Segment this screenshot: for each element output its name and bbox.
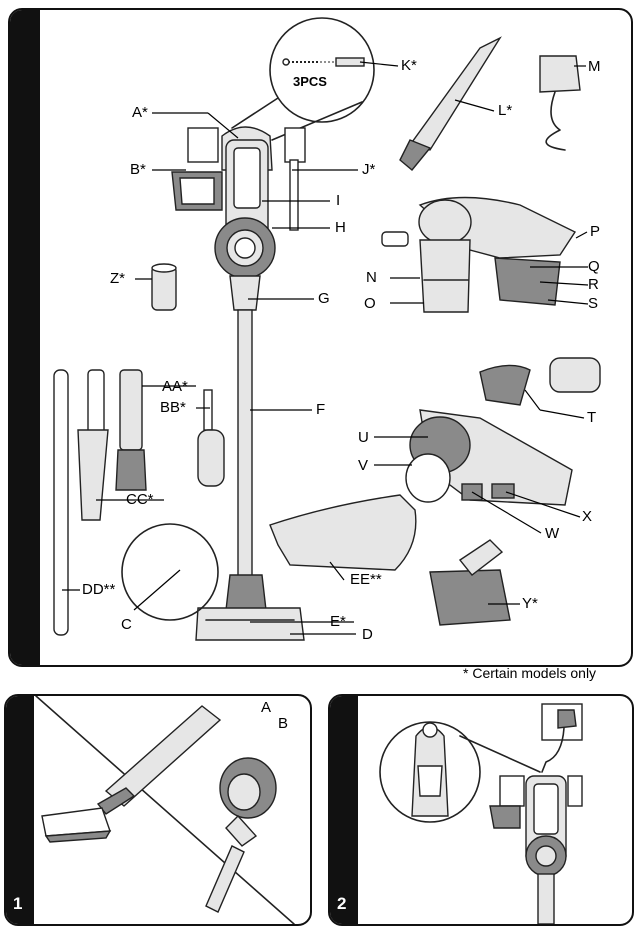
accessory-tools [53, 369, 225, 636]
label-e: E* [330, 613, 346, 630]
label-dd: DD** [82, 581, 116, 598]
label-h: H [335, 219, 346, 236]
label-s: S [588, 295, 599, 312]
label-v: V [358, 457, 369, 474]
stick-vacuum [195, 126, 305, 641]
label-ee: EE** [350, 571, 382, 588]
panel-tab [10, 10, 40, 665]
label-aa: AA* [162, 378, 188, 395]
mini-turbo-tool [429, 539, 511, 626]
screw-callout-circle [269, 17, 375, 123]
detail-callout-circle [121, 523, 219, 621]
screw-count-label: 3PCS [293, 74, 327, 89]
step-2-panel: 2 [328, 694, 634, 926]
motorised-head [405, 409, 573, 506]
step-1-panel: 1 A B [4, 694, 312, 926]
label-x: X [582, 508, 593, 525]
label-t: T [587, 409, 597, 426]
reducer-tool [151, 263, 177, 311]
label-u: U [358, 429, 369, 446]
label-f: F [316, 401, 326, 418]
brush-roll [479, 357, 601, 406]
label-a: A* [132, 104, 148, 121]
label-y: Y* [522, 595, 538, 612]
charger [539, 55, 581, 151]
step-1-label-a: A [261, 699, 272, 716]
footnote: * Certain models only [463, 665, 597, 681]
label-n: N [366, 269, 377, 286]
leader-lines [62, 61, 589, 635]
label-m: M [588, 58, 601, 75]
step-1-label-b: B [278, 715, 289, 732]
wall-bracket [171, 127, 306, 231]
step-1-number: 1 [13, 894, 23, 913]
label-j: J* [362, 161, 376, 178]
step-2-illustration [379, 703, 583, 924]
label-o: O [364, 295, 376, 312]
label-p: P [590, 223, 601, 240]
label-l: L* [498, 102, 513, 119]
screw-icon [282, 57, 365, 67]
label-w: W [545, 525, 560, 542]
step-1-illustration [35, 696, 295, 924]
label-bb: BB* [160, 399, 186, 416]
label-g: G [318, 290, 330, 307]
label-k: K* [401, 57, 417, 74]
label-cc: CC* [126, 491, 154, 508]
label-q: Q [588, 258, 600, 275]
label-b: B* [130, 161, 146, 178]
step-2-number: 2 [337, 894, 347, 913]
step-2-tab [330, 696, 358, 924]
label-d: D [362, 626, 373, 643]
soft-cover [269, 494, 417, 571]
handheld-unit [381, 196, 577, 313]
step-1-tab [6, 696, 34, 924]
label-r: R [588, 276, 599, 293]
label-c: C [121, 616, 132, 633]
crevice-tool [399, 36, 502, 171]
label-i: I [336, 192, 341, 209]
label-z: Z* [110, 270, 125, 287]
